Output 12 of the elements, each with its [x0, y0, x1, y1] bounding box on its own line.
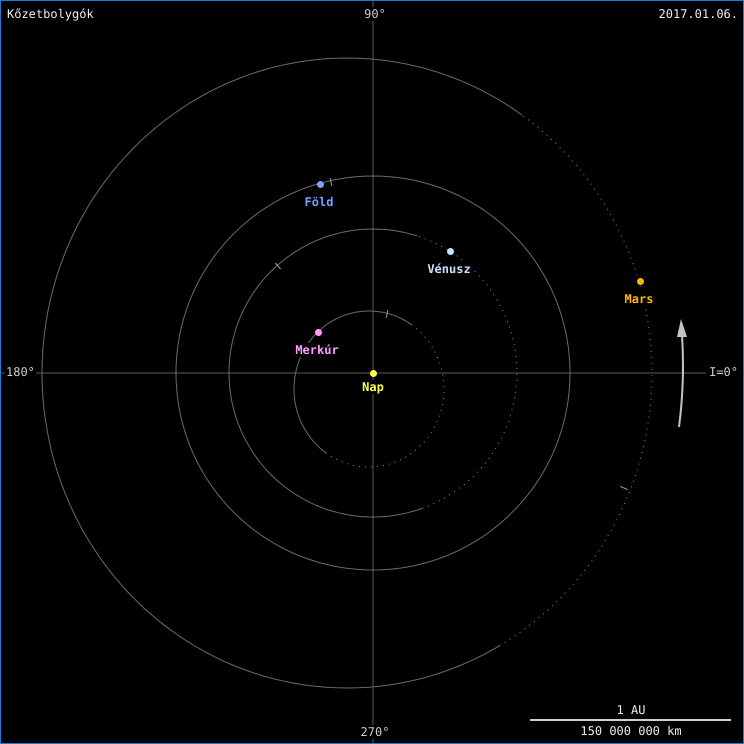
diagram-title: Kőzetbolygók	[6, 7, 95, 21]
planet-name: Mars	[624, 292, 654, 306]
angle-label: 180°	[5, 365, 36, 379]
angle-label: I=0°	[708, 365, 739, 379]
scale-label: 150 000 000 km	[579, 724, 683, 738]
planet-name: Vénusz	[426, 262, 472, 276]
scale-label: 1 AU	[616, 703, 646, 717]
planet-name: Merkúr	[294, 343, 340, 357]
angle-label: 90°	[363, 7, 387, 21]
angle-label: 270°	[360, 725, 390, 739]
planet-name: Föld	[304, 195, 334, 209]
sun-name: Nap	[361, 380, 385, 394]
